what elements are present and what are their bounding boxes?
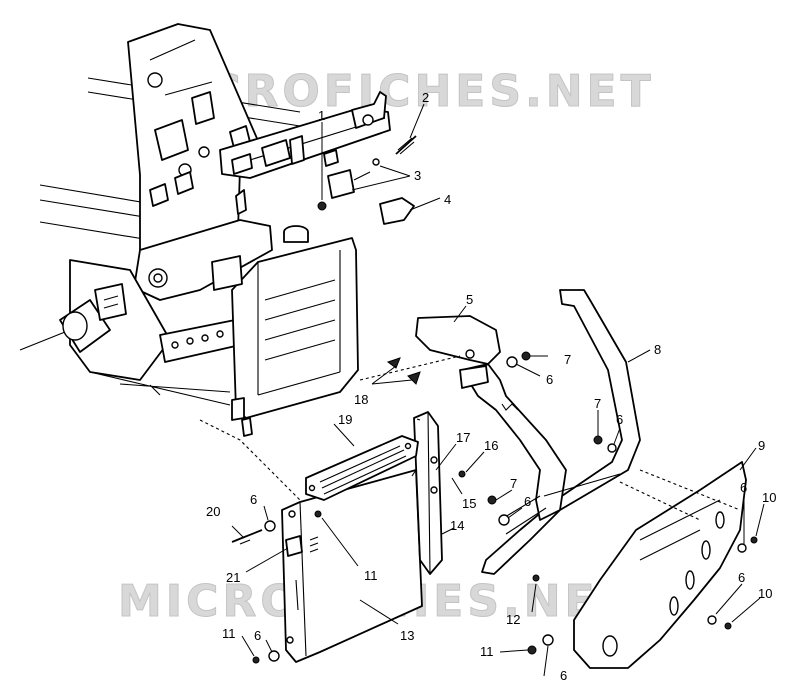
part-13-panel	[281, 469, 423, 663]
callout-14: 14	[450, 518, 464, 533]
callout-6f: 6	[738, 570, 745, 585]
part-5-plate	[415, 315, 501, 365]
callout-3: 3	[414, 168, 421, 183]
callout-13: 13	[400, 628, 414, 643]
callout-7b: 7	[594, 396, 601, 411]
callout-11c: 11	[480, 644, 494, 659]
callout-labels: 1 2 3 4 5 7 6 8 18 7 6 9 19 17 16 15 7 6…	[206, 90, 776, 683]
callout-6d: 6	[740, 480, 747, 495]
callout-1: 1	[318, 108, 325, 123]
part-19-grille	[305, 435, 419, 501]
callout-10a: 10	[762, 490, 776, 505]
callout-5: 5	[466, 292, 473, 307]
callout-6b: 6	[616, 412, 623, 427]
callout-10b: 10	[758, 586, 772, 601]
callout-21: 21	[226, 570, 240, 585]
callout-16: 16	[484, 438, 498, 453]
callout-12: 12	[506, 612, 520, 627]
callout-8: 8	[654, 342, 661, 357]
callout-2: 2	[422, 90, 429, 105]
callout-18: 18	[354, 392, 368, 407]
part-8-bumper	[459, 289, 641, 575]
callout-7a: 7	[564, 352, 571, 367]
part-9-skid-plate	[573, 461, 747, 669]
callout-17: 17	[456, 430, 470, 445]
callout-6e: 6	[250, 492, 257, 507]
part-14-bracket	[413, 411, 443, 575]
callout-6a: 6	[546, 372, 553, 387]
callout-4: 4	[444, 192, 451, 207]
callout-9: 9	[758, 438, 765, 453]
callout-6g: 6	[254, 628, 261, 643]
callout-20: 20	[206, 504, 220, 519]
callout-15: 15	[462, 496, 476, 511]
callout-6c: 6	[524, 494, 531, 509]
callout-6h: 6	[560, 668, 567, 683]
callout-19: 19	[338, 412, 352, 427]
leader-lines	[199, 103, 765, 677]
callout-7c: 7	[510, 476, 517, 491]
callout-11b: 11	[222, 626, 236, 641]
frame-assembly	[19, 23, 391, 406]
radiator	[211, 225, 359, 437]
callout-11a: 11	[364, 568, 378, 583]
